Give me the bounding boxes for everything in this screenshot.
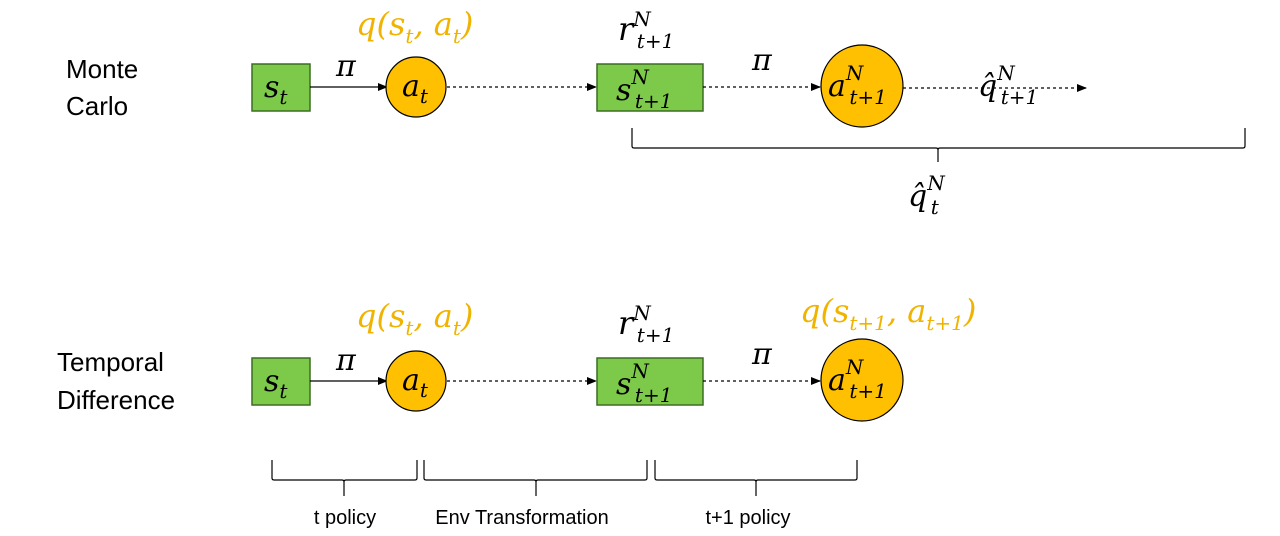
brace-t1-policy <box>654 460 858 496</box>
label-t1-policy: t+1 policy <box>705 507 790 529</box>
mc-label-line2: Carlo <box>66 91 128 121</box>
mc-brace <box>631 128 1246 162</box>
mc-action-at1 <box>820 44 904 128</box>
mc-policy-pi-2: π <box>751 43 773 78</box>
mc-action-at-label: at <box>402 69 429 108</box>
td-policy-pi-2: π <box>751 337 773 372</box>
brace-env-transformation <box>423 460 648 496</box>
td-policy-pi-1: π <box>335 343 357 378</box>
mc-label-line1: Monte <box>66 54 138 84</box>
td-state-st <box>251 357 311 406</box>
td-q-next-value: q(st+1, at+1) <box>800 292 976 335</box>
brace-t-policy <box>271 460 418 496</box>
temporal-difference-row: Temporal Difference q(st, at) q(st+1, at… <box>57 292 976 529</box>
mc-q-value: q(st, at) <box>356 5 473 48</box>
mc-state-st <box>251 63 311 112</box>
td-label-line1: Temporal <box>57 347 164 377</box>
td-label-line2: Difference <box>57 385 175 415</box>
td-state-st-label: st <box>264 364 288 403</box>
td-action-at-label: at <box>402 363 429 402</box>
td-action-at <box>385 350 447 412</box>
label-env-transformation: Env Transformation <box>435 507 608 529</box>
mc-policy-pi-1: π <box>335 49 357 84</box>
td-action-at1 <box>820 338 904 422</box>
td-state-st1 <box>596 357 704 406</box>
mc-action-at <box>385 56 447 118</box>
label-t-policy: t policy <box>314 507 376 529</box>
td-q-value: q(st, at) <box>356 297 473 340</box>
mc-state-st-label: st <box>264 70 288 109</box>
